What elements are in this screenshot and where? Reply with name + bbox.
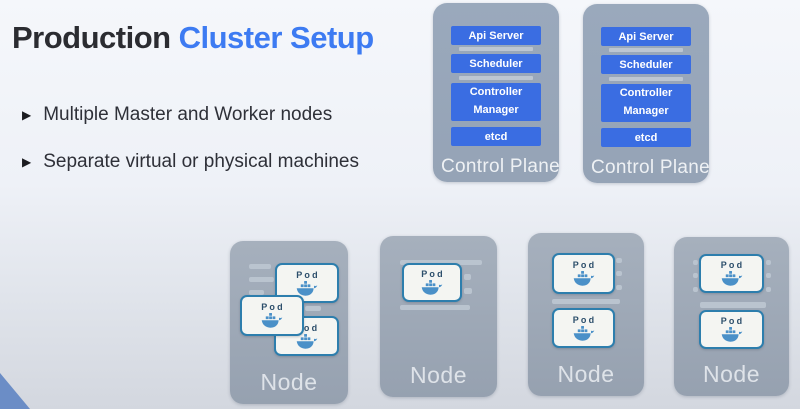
- title-part-accent: Cluster Setup: [178, 20, 375, 55]
- component-controller-manager: Controller Manager: [601, 84, 691, 122]
- node-label: Node: [557, 361, 615, 387]
- docker-icon: [573, 271, 594, 286]
- pod: Pod: [552, 308, 615, 348]
- component-etcd: etcd: [451, 127, 541, 146]
- bullet-list: ▶ Multiple Master and Worker nodes ▶ Sep…: [22, 104, 359, 198]
- placeholder-bar: [249, 290, 264, 295]
- pod: Pod: [402, 263, 462, 302]
- bullet-item: ▶ Multiple Master and Worker nodes: [22, 104, 359, 126]
- placeholder-bar: [609, 77, 683, 81]
- placeholder-bar: [616, 258, 622, 263]
- bullet-text: Separate virtual or physical machines: [43, 151, 359, 172]
- placeholder-bar: [693, 287, 698, 292]
- pod: Pod: [552, 253, 615, 294]
- node-box-2: Pod Node: [380, 236, 497, 397]
- docker-icon: [296, 333, 317, 349]
- bullet-triangle-icon: ▶: [22, 108, 32, 122]
- corner-wedge-decoration: [0, 373, 30, 409]
- component-controller-manager: Controller Manager: [451, 83, 541, 121]
- title-part-dark: Production: [12, 20, 171, 55]
- placeholder-bar: [766, 273, 771, 278]
- bullet-triangle-icon: ▶: [22, 155, 32, 169]
- placeholder-bar: [464, 274, 471, 280]
- placeholder-bar: [400, 260, 482, 265]
- bullet-text: Multiple Master and Worker nodes: [43, 104, 333, 125]
- control-plane-label: Control Plane: [591, 157, 711, 178]
- placeholder-bar: [693, 273, 698, 278]
- placeholder-bar: [766, 287, 771, 292]
- component-api-server: Api Server: [601, 27, 691, 46]
- bullet-item: ▶ Separate virtual or physical machines: [22, 151, 359, 173]
- placeholder-bar: [305, 306, 321, 311]
- pod: Pod: [240, 295, 304, 336]
- docker-icon: [421, 280, 443, 295]
- node-label: Node: [260, 369, 318, 395]
- node-box-4: Pod Pod Node: [674, 237, 789, 396]
- docker-icon: [261, 313, 283, 328]
- placeholder-bar: [616, 285, 622, 290]
- placeholder-bar: [552, 299, 620, 304]
- component-scheduler: Scheduler: [451, 54, 541, 73]
- placeholder-bar: [766, 260, 771, 265]
- placeholder-bar: [400, 305, 470, 310]
- control-plane-label: Control Plane: [441, 156, 561, 177]
- control-plane-box-2: Api Server Scheduler Controller Manager …: [583, 4, 711, 183]
- node-box-3: Pod Pod Node: [528, 233, 644, 396]
- component-api-server: Api Server: [451, 26, 541, 45]
- docker-icon: [296, 280, 318, 296]
- placeholder-bar: [464, 288, 472, 294]
- node-label: Node: [703, 361, 760, 387]
- placeholder-bar: [459, 47, 533, 51]
- pod: Pod: [699, 254, 764, 293]
- docker-icon: [721, 271, 742, 286]
- node-box-1: Pod Pod Pod Node: [230, 241, 348, 404]
- placeholder-bar: [616, 271, 622, 276]
- node-label: Node: [410, 362, 467, 388]
- placeholder-bar: [249, 264, 271, 269]
- pod: Pod: [699, 310, 764, 349]
- docker-icon: [721, 327, 742, 342]
- component-etcd: etcd: [601, 128, 691, 147]
- placeholder-bar: [459, 76, 533, 80]
- placeholder-bar: [693, 260, 698, 265]
- component-scheduler: Scheduler: [601, 55, 691, 74]
- placeholder-bar: [609, 48, 683, 52]
- placeholder-bar: [249, 277, 274, 282]
- docker-icon: [573, 325, 594, 341]
- placeholder-bar: [700, 302, 766, 308]
- control-plane-box-1: Api Server Scheduler Controller Manager …: [433, 3, 561, 182]
